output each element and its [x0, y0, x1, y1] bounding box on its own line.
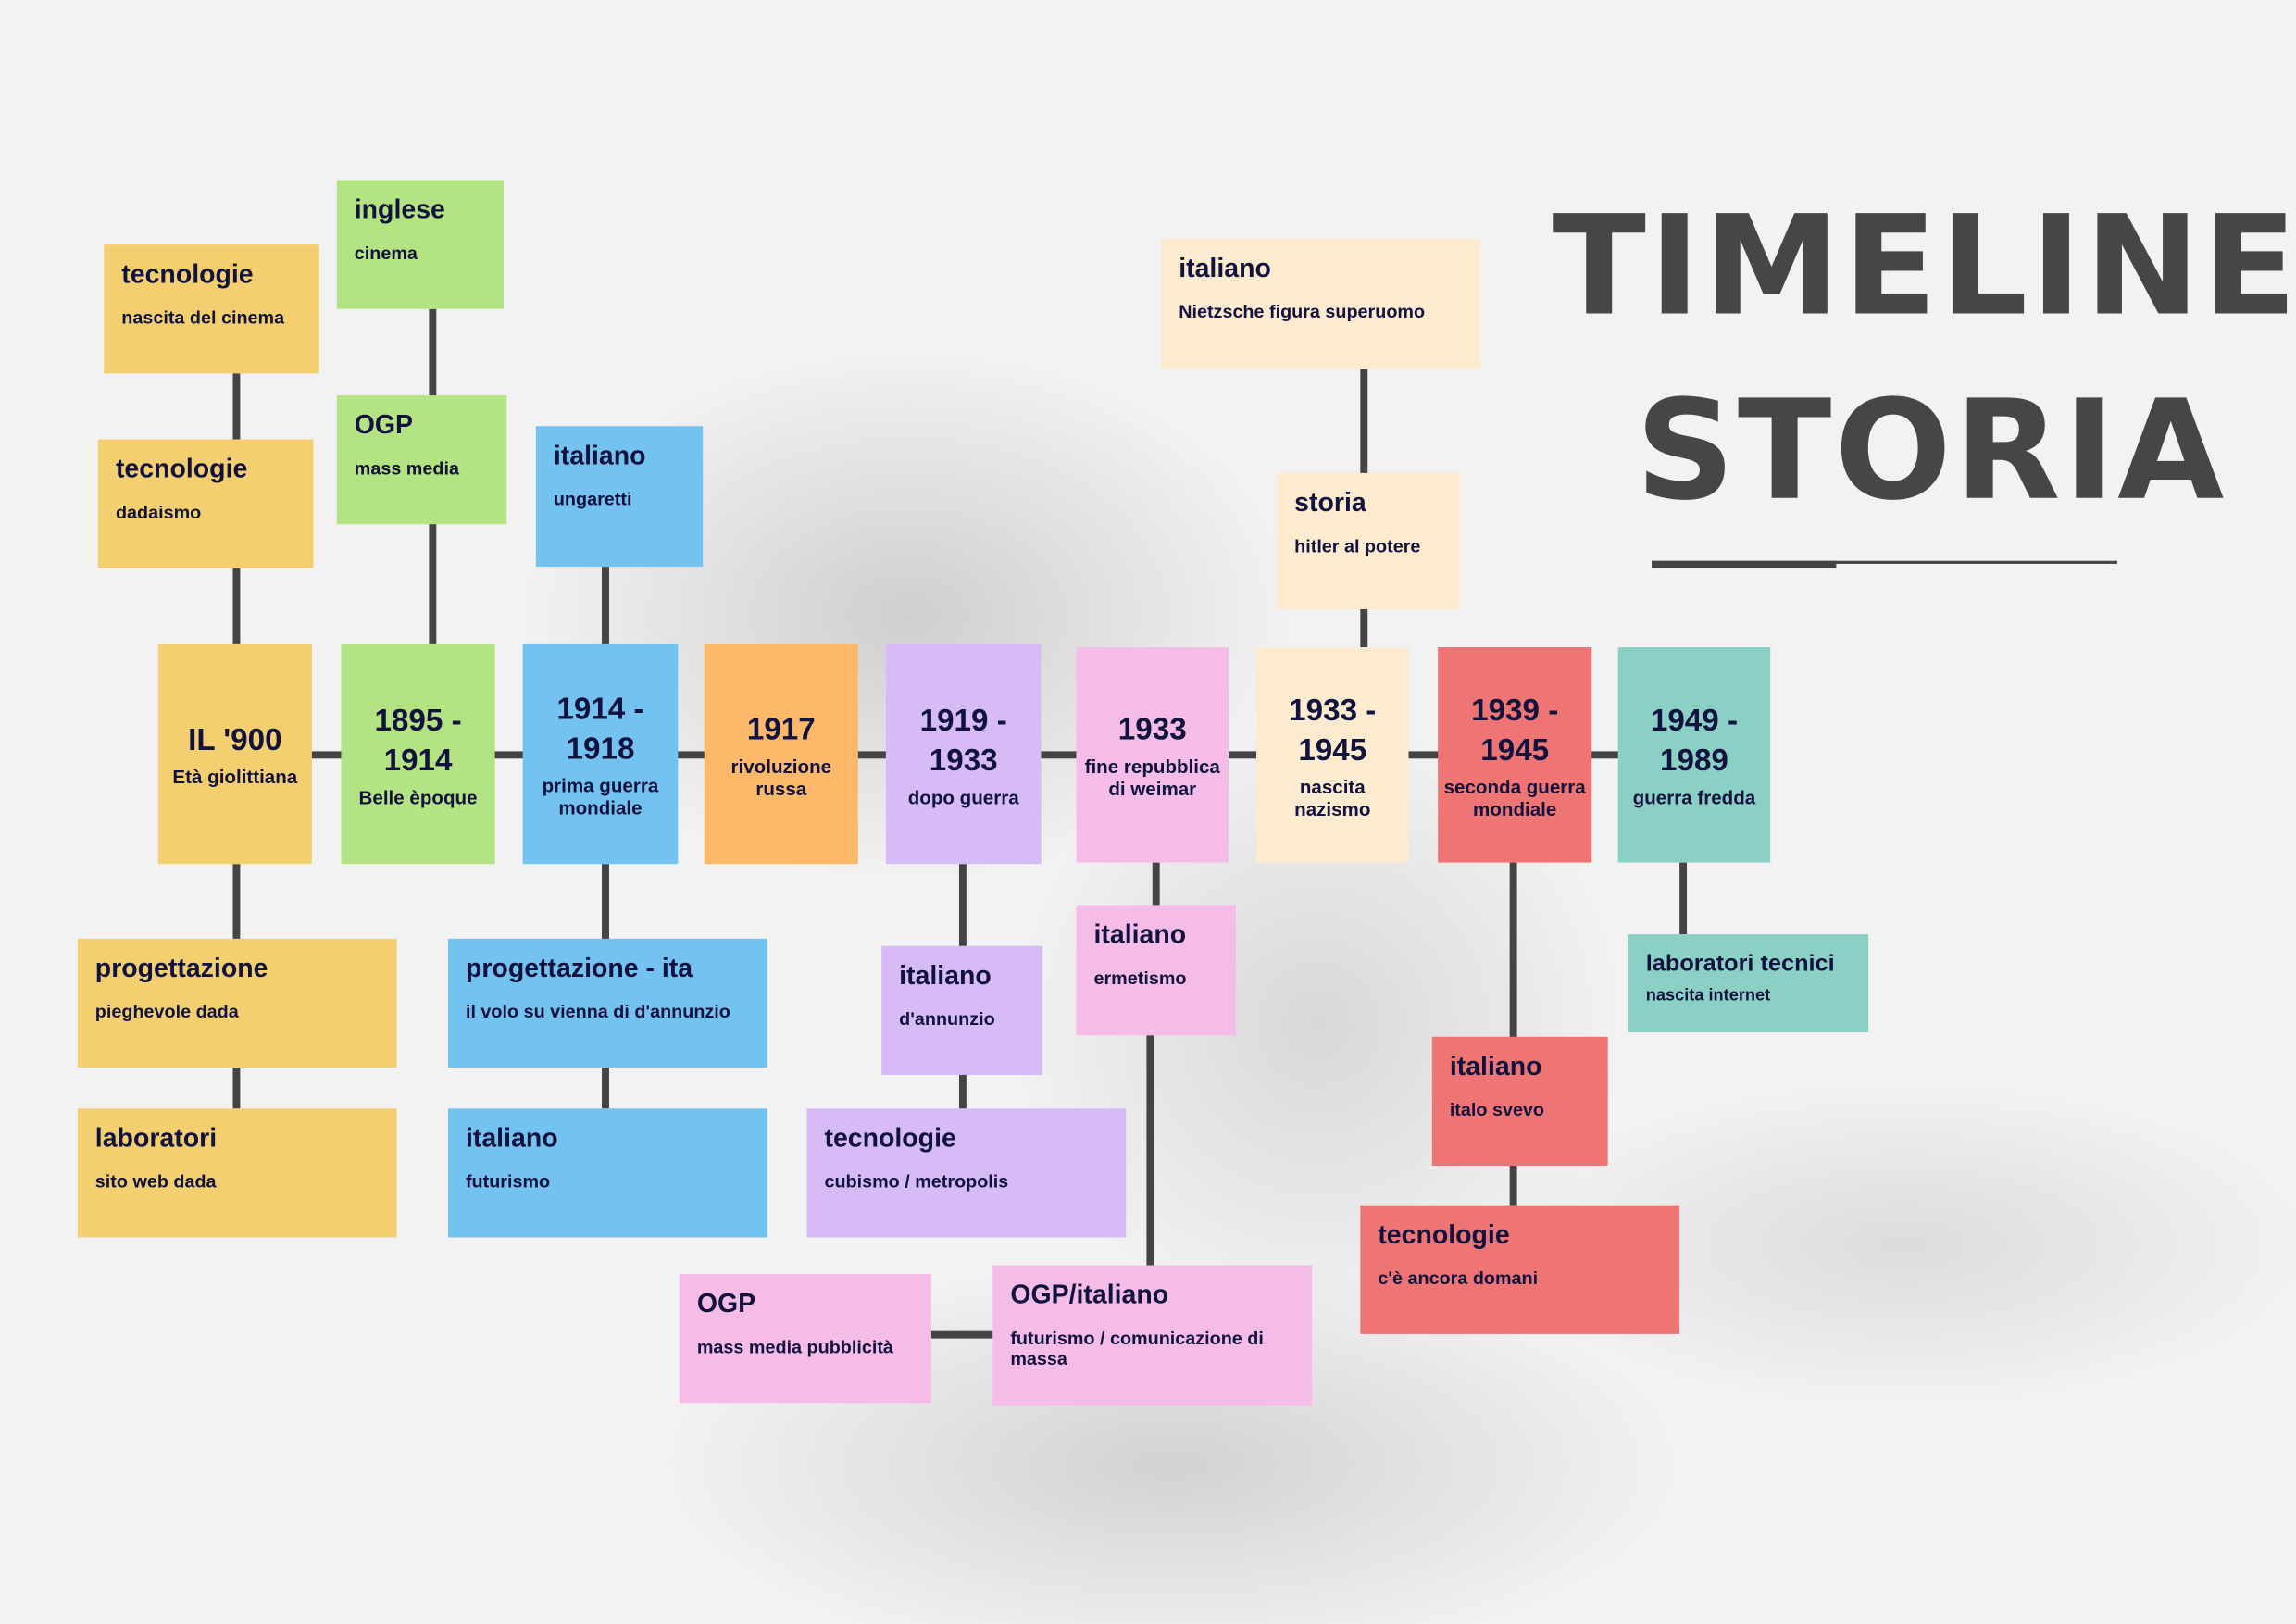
note-tecnologie-cinema[interactable]: tecnologie nascita del cinema: [104, 244, 319, 374]
note-title: OGP/italiano: [1010, 1280, 1169, 1309]
title-line-1: TIMELINE: [1552, 187, 2296, 347]
note-tecnologie-dadaismo[interactable]: tecnologie dadaismo: [97, 439, 314, 568]
note-title: tecnologie: [115, 454, 248, 483]
note-subtitle: ungaretti: [553, 489, 632, 510]
card-subtitle: guerra fredda: [1632, 786, 1756, 809]
timeline-card-1949[interactable]: 1949 - 1989 guerra fredda: [1617, 647, 1771, 863]
note-italiano-ermetismo[interactable]: italiano ermetismo: [1076, 905, 1236, 1036]
timeline-card-1914[interactable]: 1914 - 1918 prima guerra mondiale: [522, 643, 679, 865]
note-title: italiano: [1093, 919, 1187, 949]
note-laboratori-sito[interactable]: laboratori sito web dada: [77, 1108, 397, 1238]
note-title: italiano: [465, 1123, 558, 1153]
note-progettazione-ita[interactable]: progettazione - ita il volo su vienna di …: [447, 938, 767, 1068]
note-inglese[interactable]: inglese cinema: [336, 180, 505, 309]
card-subtitle: prima guerra mondiale: [542, 774, 659, 819]
card-title: 1949 - 1989: [1650, 704, 1739, 778]
card-subtitle: dopo guerra: [907, 785, 1019, 808]
note-ogp-mass-media[interactable]: OGP mass media: [336, 395, 507, 525]
note-title: tecnologie: [121, 258, 254, 289]
card-title: 1939 - 1945: [1471, 693, 1559, 767]
note-subtitle: futurismo / comunicazione di massa: [1010, 1328, 1264, 1369]
note-title: tecnologie: [1378, 1219, 1510, 1250]
note-subtitle: italo svevo: [1449, 1099, 1545, 1120]
card-title: 1919 - 1933: [919, 703, 1007, 778]
connector: [1146, 1035, 1154, 1266]
note-subtitle: cinema: [354, 243, 418, 264]
card-subtitle: Età giolittiana: [172, 766, 298, 788]
note-subtitle: d'annunzio: [899, 1008, 995, 1030]
note-subtitle: Nietzsche figura superuomo: [1179, 301, 1426, 322]
note-tecnologie-domani[interactable]: tecnologie c'è ancora domani: [1360, 1205, 1680, 1334]
note-subtitle: sito web dada: [94, 1171, 217, 1193]
note-italiano-futurismo[interactable]: italiano futurismo: [447, 1108, 767, 1238]
note-title: OGP: [696, 1288, 756, 1318]
timeline-card-1919[interactable]: 1919 - 1933 dopo guerra: [885, 643, 1042, 865]
card-subtitle: fine repubblica di weimar: [1084, 756, 1220, 800]
note-laboratori-tecnici[interactable]: laboratori tecnici nascita internet: [1628, 934, 1869, 1033]
card-title: 1933: [1117, 713, 1187, 747]
card-title: 1917: [746, 712, 816, 746]
card-subtitle: nascita nazismo: [1294, 775, 1371, 819]
card-subtitle: rivoluzione russa: [730, 755, 832, 799]
title-line-2: STORIA: [1635, 371, 2227, 532]
card-subtitle: seconda guerra mondiale: [1443, 775, 1586, 819]
note-italiano-dannunzio[interactable]: italiano d'annunzio: [881, 945, 1043, 1075]
note-title: tecnologie: [824, 1123, 956, 1153]
note-subtitle: dadaismo: [115, 502, 202, 523]
note-subtitle: cubismo / metropolis: [824, 1171, 1009, 1193]
note-title: italiano: [899, 960, 992, 991]
note-title: OGP: [354, 409, 414, 440]
connector: [1509, 862, 1517, 1206]
note-title: progettazione - ita: [465, 953, 693, 983]
timeline-card-1939[interactable]: 1939 - 1945 seconda guerra mondiale: [1438, 647, 1592, 863]
note-progettazione-dada[interactable]: progettazione pieghevole dada: [77, 938, 397, 1068]
note-subtitle: mass media pubblicità: [696, 1337, 893, 1358]
card-title: 1933 - 1945: [1289, 693, 1377, 767]
note-title: storia: [1294, 487, 1366, 518]
note-subtitle: hitler al potere: [1294, 535, 1421, 557]
card-title: 1895 - 1914: [374, 703, 462, 778]
timeline-card-1917[interactable]: 1917 rivoluzione russa: [704, 643, 858, 865]
note-title: italiano: [553, 441, 646, 470]
note-storia-hitler[interactable]: storia hitler al potere: [1277, 472, 1460, 609]
note-italiano-svevo[interactable]: italiano italo svevo: [1431, 1036, 1608, 1166]
card-title: IL '900: [188, 723, 282, 757]
note-title: italiano: [1179, 253, 1271, 283]
card-title: 1914 - 1918: [556, 693, 644, 767]
note-subtitle: ermetismo: [1093, 968, 1187, 989]
connector: [1152, 862, 1160, 906]
note-ogp-italiano[interactable]: OGP/italiano futurismo / comunicazione di…: [992, 1265, 1313, 1406]
note-subtitle: il volo su vienna di d'annunzio: [465, 1001, 730, 1022]
timeline-card-1933-1945[interactable]: 1933 - 1945 nascita nazismo: [1256, 647, 1409, 863]
connector: [1679, 862, 1688, 935]
note-title: inglese: [354, 194, 445, 224]
connector: [930, 1330, 993, 1339]
note-subtitle: pieghevole dada: [94, 1001, 239, 1022]
note-subtitle: nascita del cinema: [121, 307, 285, 329]
note-title: italiano: [1449, 1051, 1542, 1081]
note-subtitle: nascita internet: [1645, 987, 1771, 1005]
note-tecnologie-cubismo[interactable]: tecnologie cubismo / metropolis: [806, 1108, 1127, 1238]
note-title: laboratori: [94, 1123, 218, 1153]
note-ogp-pubblicita[interactable]: OGP mass media pubblicità: [679, 1274, 931, 1404]
connector: [602, 567, 609, 644]
title-underline-accent: [1652, 560, 1837, 568]
timeline-card-1933[interactable]: 1933 fine repubblica di weimar: [1076, 647, 1229, 863]
note-title: laboratori tecnici: [1645, 952, 1835, 977]
note-subtitle: mass media: [354, 458, 459, 480]
card-subtitle: Belle èpoque: [358, 785, 478, 808]
note-subtitle: c'è ancora domani: [1378, 1268, 1539, 1289]
note-subtitle: futurismo: [465, 1171, 551, 1193]
note-title: progettazione: [94, 953, 268, 983]
note-italiano-ungaretti[interactable]: italiano ungaretti: [535, 426, 704, 568]
title-underline: [1652, 560, 2118, 564]
